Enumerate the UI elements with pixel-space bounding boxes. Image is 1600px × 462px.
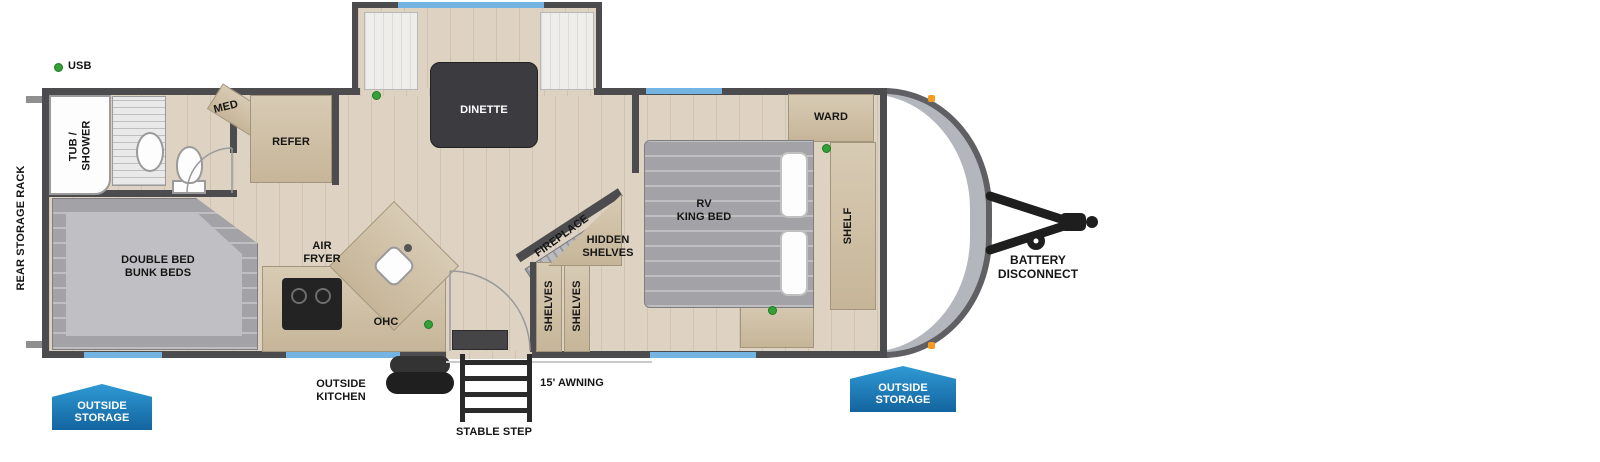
ladder-rung [465, 408, 527, 413]
accent-bottom-bedroom [650, 352, 756, 358]
usb-dot-bedroom-top-icon [822, 144, 831, 153]
outside-storage-badge-left: OUTSIDE STORAGE [52, 384, 152, 430]
shelf-label: SHELF [842, 207, 854, 245]
rear-storage-rack-label: REAR STORAGE RACK [15, 165, 27, 291]
awning-label: 15' AWNING [540, 377, 604, 389]
accent-bottom-left [84, 352, 162, 358]
shelves-label-1: SHELVES [543, 280, 555, 332]
slideout-wall-left [352, 2, 358, 95]
pillow-bottom [780, 230, 808, 296]
ladder-rung [465, 360, 527, 365]
usb-dot-legend-icon [54, 63, 63, 72]
wardrobe [788, 94, 874, 142]
usb-dot-kitchen-icon [424, 320, 433, 329]
slideout-accent [398, 2, 544, 8]
faucet-icon [404, 244, 412, 252]
shelves-cabinet-2 [564, 262, 590, 352]
dinette-label: DINETTE [460, 104, 508, 116]
awning-line [446, 361, 652, 363]
pillow-top [780, 152, 808, 218]
outside-kitchen-griddle-base [386, 372, 454, 394]
outside-kitchen-label: OUTSIDE KITCHEN [316, 378, 366, 403]
refer-label: REFER [272, 136, 310, 148]
tub-shower-label: TUB / SHOWER [67, 120, 92, 171]
bath-wall-bottom [49, 190, 237, 197]
hitch-ball-socket-icon [1086, 216, 1098, 228]
king-bed-label-line1: RV [696, 198, 712, 210]
outside-storage-badge-right: OUTSIDE STORAGE [850, 366, 956, 412]
outside-storage-left-label: OUTSIDE STORAGE [74, 399, 130, 425]
toilet-bowl [176, 146, 203, 184]
step-ladder [460, 354, 532, 422]
entry-wall-right [530, 262, 536, 352]
usb-dot-dinette-icon [372, 91, 381, 100]
rear-rack-bar-top [26, 96, 42, 103]
hitch-a-frame [985, 191, 1098, 255]
entry-door-opening [446, 351, 532, 359]
ladder-rung [465, 376, 527, 381]
ward-label: WARD [813, 111, 848, 123]
refer-wall-right [332, 95, 339, 185]
shelf-unit [830, 142, 876, 310]
hidden-shelves-label: HIDDEN SHELVES [582, 234, 634, 259]
burner-left-icon [291, 288, 307, 304]
burner-right-icon [315, 288, 331, 304]
dinette-table [430, 62, 538, 148]
king-bed-label-line2: KING BED [676, 210, 732, 223]
dinette-bench-left [364, 12, 418, 90]
cooktop [282, 278, 342, 330]
rear-rack-bar-bottom [26, 341, 42, 348]
battery-disconnect-label: BATTERY DISCONNECT [997, 253, 1079, 281]
usb-label: USB [68, 60, 92, 72]
accent-top-bedroom [646, 88, 722, 94]
entry-step [452, 330, 508, 350]
bath-sink [136, 132, 164, 172]
slideout-wall-right [596, 2, 602, 95]
shelves-label-2: SHELVES [571, 280, 583, 332]
hitch-coupler [1060, 213, 1086, 231]
bunk-bed-mattress [66, 212, 242, 336]
bedroom-wall-left [632, 95, 639, 173]
usb-dot-bedroom-bottom-icon [768, 306, 777, 315]
shelves-cabinet-1 [536, 262, 562, 352]
outside-storage-right-label: OUTSIDE STORAGE [875, 381, 931, 407]
king-bed-label: RV KING BED [668, 198, 740, 223]
stable-step-label: STABLE STEP [455, 426, 533, 438]
tub-shower-fixture [49, 95, 111, 195]
outside-kitchen-griddle [390, 356, 450, 374]
dinette-bench-right [540, 12, 594, 90]
front-cap [884, 88, 992, 358]
refrigerator [250, 95, 332, 183]
marker-light-top-icon [928, 95, 935, 102]
air-fryer-label: AIR FRYER [303, 240, 341, 265]
ladder-rung [465, 392, 527, 397]
accent-bottom-kitchen [286, 352, 400, 358]
marker-light-bottom-icon [928, 342, 935, 349]
ohc-label: OHC [373, 316, 399, 328]
bunk-beds-label: DOUBLE BED BUNK BEDS [121, 254, 195, 279]
tongue-jack-icon [1027, 232, 1045, 250]
